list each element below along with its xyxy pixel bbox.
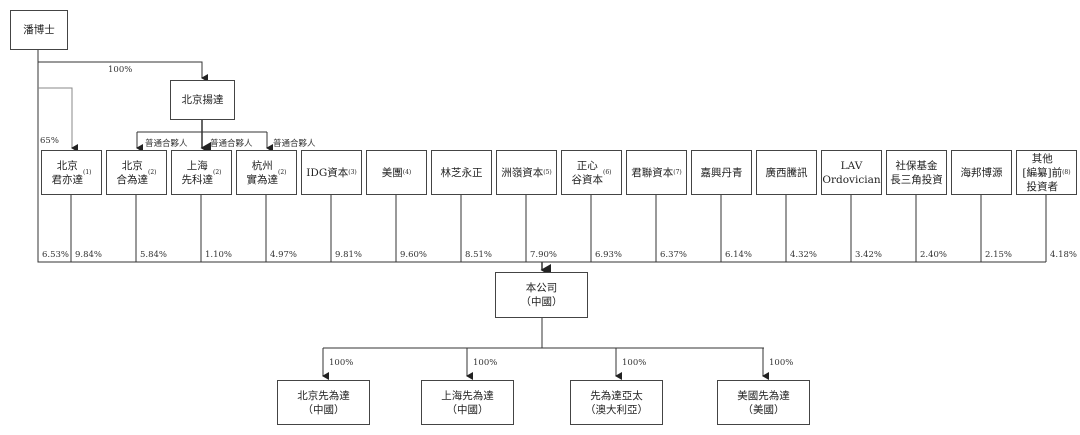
- shareholding-pct: 5.84%: [140, 250, 168, 260]
- subsidiary-box: 先為達亞太 （澳大利亞）: [570, 380, 663, 425]
- shareholder-box: 海邦博源: [951, 150, 1012, 195]
- gp-entity-box: 北京揚達: [170, 80, 235, 120]
- shareholding-pct: 2.15%: [985, 250, 1013, 260]
- gp-label: 普通合夥人: [273, 139, 316, 149]
- shareholding-pct: 4.18%: [1050, 250, 1078, 260]
- footnote-ref: (2): [148, 168, 157, 176]
- shareholder-name: IDG資本: [306, 166, 349, 179]
- shareholder-name: LAV Ordovician: [822, 159, 881, 186]
- founder-box: 潘博士: [10, 10, 68, 50]
- shareholding-pct: 2.40%: [920, 250, 948, 260]
- shareholding-pct: 8.51%: [465, 250, 493, 260]
- shareholder-box: 君聯資本(7): [626, 150, 687, 195]
- shareholder-name: 君聯資本: [631, 166, 674, 179]
- shareholder-box: 嘉興丹青: [691, 150, 752, 195]
- shareholding-pct: 9.81%: [335, 250, 363, 260]
- shareholder-box: 北京 合為達(2): [106, 150, 167, 195]
- subsidiary-box: 北京先為達 （中國）: [277, 380, 370, 425]
- gp-label: 普通合夥人: [145, 139, 188, 149]
- shareholding-pct: 6.37%: [660, 250, 688, 260]
- founder-junyida-pct: 65%: [40, 136, 59, 146]
- shareholder-name: 林芝永正: [440, 166, 483, 179]
- footnote-ref: (3): [348, 168, 357, 176]
- subsidiary-box: 上海先為達 （中國）: [421, 380, 514, 425]
- shareholder-box: IDG資本(3): [301, 150, 362, 195]
- shareholding-pct: 6.14%: [725, 250, 753, 260]
- shareholder-name: 洲嶺資本: [501, 166, 544, 179]
- subsidiary-pct: 100%: [622, 358, 647, 368]
- subsidiary-pct: 100%: [329, 358, 354, 368]
- shareholder-box: 洲嶺資本(5): [496, 150, 557, 195]
- footnote-ref: (2): [213, 168, 222, 176]
- shareholder-name: 社保基金 長三角投資: [890, 159, 943, 186]
- founder-yangda-pct: 100%: [108, 65, 133, 75]
- shareholder-name: 北京 君亦達: [51, 159, 84, 186]
- shareholder-box: 杭州 實為達(2): [236, 150, 297, 195]
- shareholding-pct: 9.60%: [400, 250, 428, 260]
- shareholder-box: LAV Ordovician: [821, 150, 882, 195]
- shareholding-pct: 7.90%: [530, 250, 558, 260]
- footnote-ref: (8): [1062, 168, 1071, 176]
- shareholder-name: 杭州 實為達: [246, 159, 279, 186]
- shareholder-name: 其他 [編纂]前 投資者: [1022, 152, 1063, 193]
- footnote-ref: (2): [278, 168, 287, 176]
- footnote-ref: (4): [402, 168, 412, 176]
- shareholder-box: 社保基金 長三角投資: [886, 150, 947, 195]
- shareholder-name: 嘉興丹青: [700, 166, 743, 179]
- footnote-ref: (7): [673, 168, 682, 176]
- gp-label: 普通合夥人: [210, 139, 253, 149]
- shareholding-pct: 3.42%: [855, 250, 883, 260]
- shareholder-box: 廣西騰訊: [756, 150, 817, 195]
- shareholder-box: 林芝永正: [431, 150, 492, 195]
- footnote-ref: (5): [543, 168, 552, 176]
- shareholder-box: 其他 [編纂]前 投資者(8): [1016, 150, 1077, 195]
- subsidiary-pct: 100%: [769, 358, 794, 368]
- shareholding-pct: 6.93%: [595, 250, 623, 260]
- footnote-ref: (1): [83, 168, 92, 176]
- shareholder-name: 正心 谷資本: [571, 159, 604, 186]
- shareholder-box: 正心 谷資本(6): [561, 150, 622, 195]
- footnote-ref: (6): [603, 168, 612, 176]
- company-box: 本公司 （中國）: [495, 272, 588, 318]
- shareholder-name: 美團: [381, 166, 403, 179]
- shareholder-name: 海邦博源: [960, 166, 1003, 179]
- subsidiary-box: 美國先為達 （美國）: [717, 380, 810, 425]
- shareholder-box: 美團(4): [366, 150, 427, 195]
- shareholder-name: 上海 先科達: [181, 159, 214, 186]
- shareholder-name: 廣西騰訊: [765, 166, 808, 179]
- shareholding-pct: 4.97%: [270, 250, 298, 260]
- shareholding-pct: 4.32%: [790, 250, 818, 260]
- shareholder-box: 上海 先科達(2): [171, 150, 232, 195]
- founder-direct-pct: 6.53%: [42, 250, 70, 260]
- shareholding-pct: 9.84%: [75, 250, 103, 260]
- shareholding-pct: 1.10%: [205, 250, 233, 260]
- shareholder-name: 北京 合為達: [116, 159, 149, 186]
- shareholder-box: 北京 君亦達(1): [41, 150, 102, 195]
- subsidiary-pct: 100%: [473, 358, 498, 368]
